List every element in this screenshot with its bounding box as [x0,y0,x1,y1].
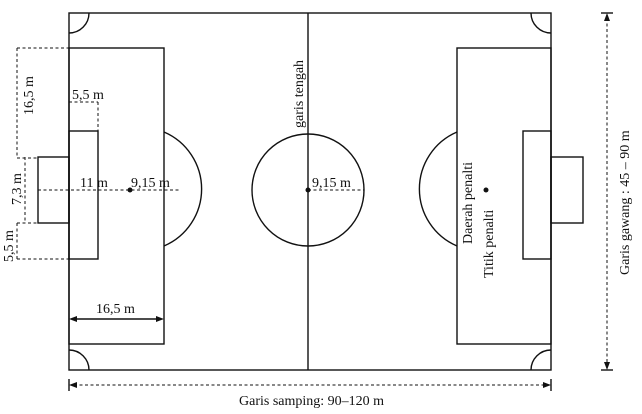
label-daerah-penalti: Daerah penalti [461,162,476,244]
left-goal [37,156,70,224]
left-goal-area [68,130,99,260]
corner-arc-top-right [530,12,552,34]
label-garis-samping: Garis samping: 90–120 m [239,394,384,409]
dim-touchline-arrow-right [543,382,551,388]
label-garis-tengah: garis tengah [292,60,307,128]
label-penalty-area-depth: 16,5 m [22,76,37,115]
left-penalty-arc [163,131,203,247]
dim-penalty-width-arrow-left [69,316,77,322]
label-goal-area-depth: 5,5 m [72,88,104,103]
dim-goal-line-arrow-bottom [604,362,610,370]
corner-arc-bottom-left [68,349,90,371]
label-goal-width: 7,3 m [10,173,25,205]
right-goal-area [522,130,552,260]
left-penalty-spot [127,187,133,193]
label-center-radius: 9,15 m [312,176,351,191]
label-penalty-spot-distance: 11 m [80,176,108,191]
right-penalty-arc [418,131,458,247]
label-titik-penalti: Titik penalti [482,210,497,278]
dim-touchline-arrow-left [69,382,77,388]
dim-goal-line-arrow-top [604,13,610,21]
label-garis-gawang: Garis gawang : 45 – 90 m [618,130,633,275]
corner-arc-bottom-right [530,349,552,371]
label-penalty-arc-radius: 9,15 m [131,176,170,191]
label-penalty-area-width: 16,5 m [96,302,135,317]
right-penalty-spot [483,187,489,193]
label-goal-area-offset: 5,5 m [2,230,17,262]
right-goal [550,156,584,224]
corner-arc-top-left [68,12,90,34]
dim-penalty-width-arrow-right [156,316,164,322]
